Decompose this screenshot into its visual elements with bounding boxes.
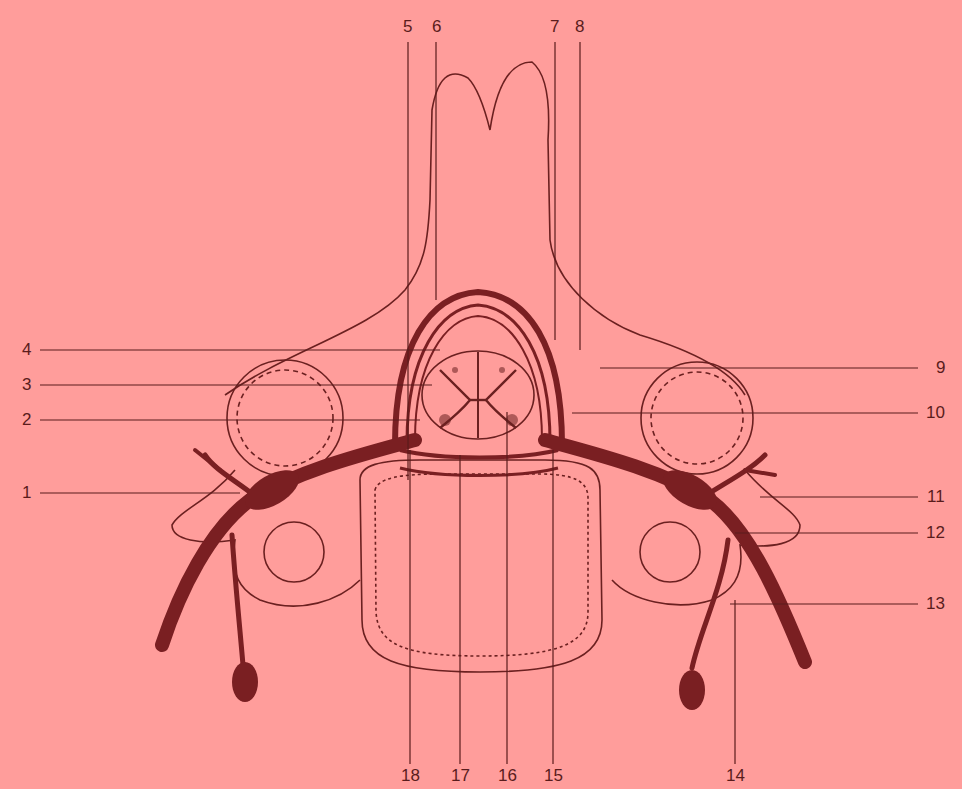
callout-number: 8 — [575, 18, 584, 36]
callout-number: 11 — [927, 488, 945, 506]
callout-number: 16 — [498, 767, 517, 785]
callout-number: 9 — [936, 359, 945, 377]
callout-number: 12 — [926, 524, 945, 542]
callout-number: 6 — [432, 18, 441, 36]
callout-number: 5 — [403, 18, 412, 36]
callout-number: 17 — [451, 767, 470, 785]
callout-number: 15 — [544, 767, 563, 785]
callout-number: 4 — [22, 341, 31, 359]
callout-number: 1 — [22, 484, 31, 502]
callout-number: 7 — [550, 18, 559, 36]
callout-number: 2 — [22, 411, 31, 429]
callout-number: 3 — [22, 376, 31, 394]
callout-number: 13 — [926, 595, 945, 613]
callout-number: 18 — [401, 767, 420, 785]
callout-number: 10 — [926, 404, 945, 422]
callout-number: 14 — [726, 767, 745, 785]
